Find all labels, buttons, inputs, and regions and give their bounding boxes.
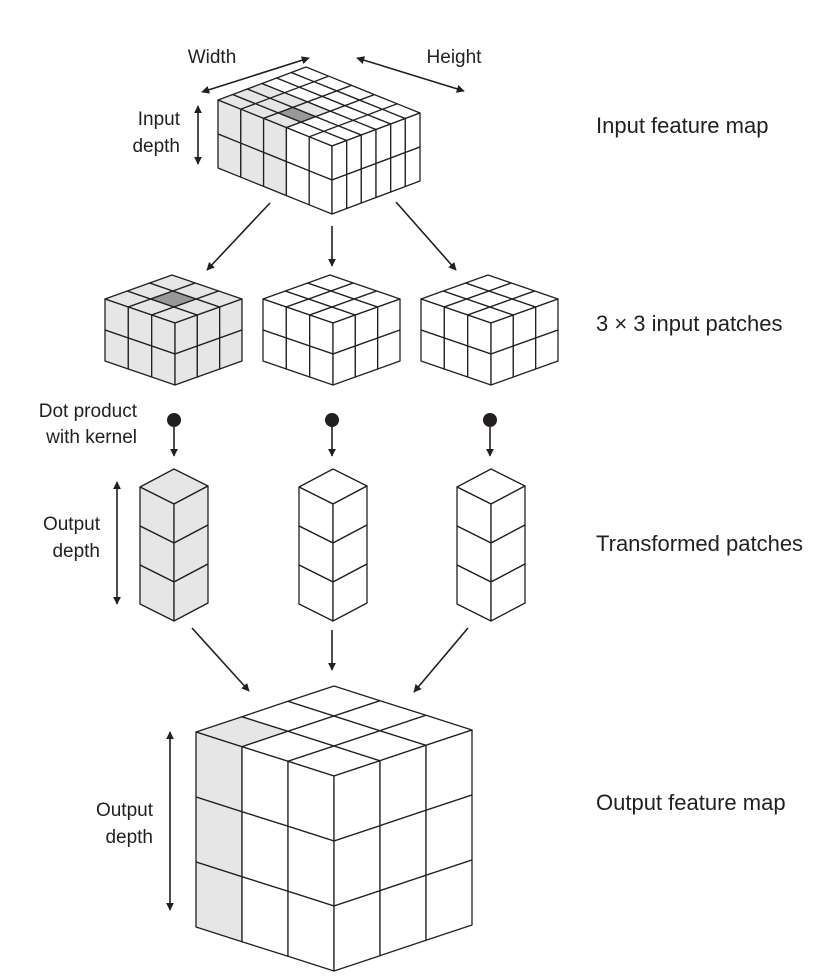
flow-arrow-column-1-to-output <box>191 627 250 692</box>
side-cell <box>346 134 362 176</box>
side-cell <box>360 162 377 204</box>
stage-label-output-feature-map: Output feature map <box>596 790 786 815</box>
flow-arrow-map-to-patch-3 <box>395 201 457 271</box>
stage-label-transformed-patches: Transformed patches <box>596 531 803 556</box>
input-depth-label-line1: Input <box>138 109 181 130</box>
side-cell <box>390 117 406 159</box>
front-cell <box>241 876 289 957</box>
flow-arrow-column-3-to-output <box>413 627 469 693</box>
side-cell <box>331 139 348 181</box>
side-cell <box>535 329 559 370</box>
stage-label-input-patches: 3 × 3 input patches <box>596 311 783 336</box>
front-cell <box>287 890 335 972</box>
side-cell <box>404 146 421 188</box>
side-cell <box>375 123 392 165</box>
dot-product-label-line2: with kernel <box>45 427 137 448</box>
stage-label-input-feature-map: Input feature map <box>596 113 768 138</box>
transformed-patch-3 <box>456 468 526 622</box>
side-cell <box>360 128 377 170</box>
dot-product-marker-2 <box>325 413 339 427</box>
input-patch-1 <box>104 274 243 386</box>
side-cell <box>425 859 473 941</box>
height-arrow <box>356 56 465 93</box>
dot-product-marker-1 <box>167 413 181 427</box>
side-cell <box>404 112 421 154</box>
side-cell <box>490 563 526 622</box>
output-depth-label-1-line2: depth <box>52 541 100 562</box>
input-patch-3 <box>420 274 559 386</box>
width-arrow <box>201 56 310 94</box>
input-depth-label-line2: depth <box>132 136 180 157</box>
input-feature-map-grid <box>217 66 421 215</box>
dot-product-marker-3 <box>483 413 497 427</box>
flow-arrow-map-to-patch-1 <box>206 202 271 271</box>
width-label: Width <box>188 47 237 68</box>
side-cell <box>346 168 362 210</box>
side-cell <box>331 173 348 215</box>
side-cell <box>332 563 368 622</box>
output-feature-map-grid <box>195 685 473 972</box>
side-cell <box>377 329 401 370</box>
input-patch-2 <box>262 274 401 386</box>
side-cell <box>390 151 406 193</box>
side-cell <box>219 329 243 370</box>
side-cell <box>173 563 209 622</box>
dot-product-label-line1: Dot product <box>39 401 138 422</box>
height-label: Height <box>427 47 483 68</box>
output-depth-label-2-line1: Output <box>96 800 154 821</box>
transformed-patch-2 <box>298 468 368 622</box>
output-depth-label-1-line1: Output <box>43 514 101 535</box>
front-cell <box>195 861 243 943</box>
output-depth-label-2-line2: depth <box>105 827 153 848</box>
transformed-patch-1 <box>139 468 209 622</box>
side-cell <box>375 157 392 199</box>
